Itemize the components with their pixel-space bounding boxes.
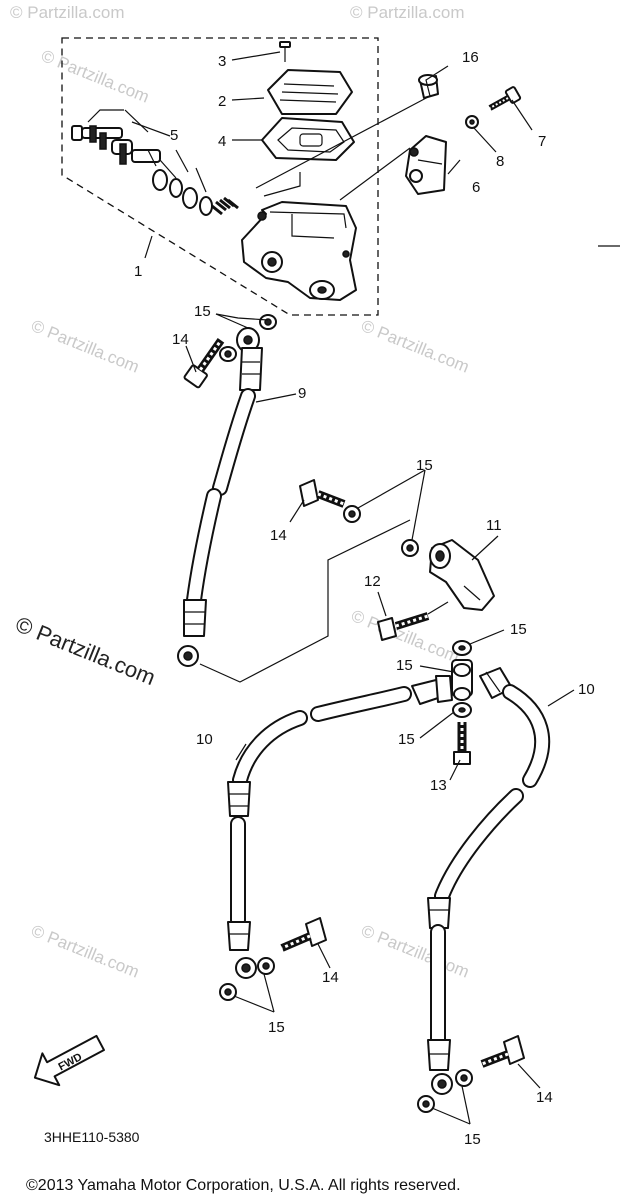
master-cylinder-body <box>241 201 357 301</box>
callout-label: 15 <box>268 1019 285 1036</box>
callout-label: 15 <box>416 457 433 474</box>
callout-label: 6 <box>472 179 480 196</box>
bracket <box>405 135 447 195</box>
leader-lines-upper <box>131 51 620 259</box>
upper-hose <box>177 314 297 667</box>
callout-label: 14 <box>172 331 189 348</box>
callout-label: 15 <box>398 731 415 748</box>
callout-label: 8 <box>496 153 504 170</box>
callout-label: 15 <box>464 1131 481 1148</box>
callout-label: 15 <box>396 657 413 674</box>
callout-label: 16 <box>462 49 479 66</box>
diagram-code: 3HHE110-5380 <box>44 1129 140 1145</box>
assembly-boundary <box>61 37 379 316</box>
brake-hose-right <box>427 667 575 1095</box>
callout-label: 5 <box>170 127 178 144</box>
callout-label: 2 <box>218 93 226 110</box>
callout-label: 14 <box>270 527 287 544</box>
watermark: © Partzilla.com <box>39 46 152 107</box>
bolt-14-lower-left <box>219 917 331 1013</box>
callout-label: 15 <box>194 303 211 320</box>
copyright-notice: ©2013 Yamaha Motor Corporation, U.S.A. A… <box>26 1177 461 1194</box>
joint-11 <box>429 535 499 611</box>
callout-label: 13 <box>430 777 447 794</box>
fwd-arrow: FWD <box>33 1034 106 1087</box>
diaphragm <box>261 117 355 161</box>
callout-label: 9 <box>298 385 306 402</box>
watermark: © Partzilla.com <box>359 921 472 982</box>
screw-3 <box>279 41 291 62</box>
brake-hose-left <box>227 675 453 979</box>
watermark: © Partzilla.com <box>29 921 142 982</box>
callout-label: 10 <box>578 681 595 698</box>
junction-block <box>419 629 505 781</box>
callout-label: 14 <box>322 969 339 986</box>
callout-label: 10 <box>196 731 213 748</box>
callout-label: 12 <box>364 573 381 590</box>
callout-label: 3 <box>218 53 226 70</box>
callout-numbers: 3 2 4 5 1 16 7 8 6 15 14 9 15 14 11 12 1… <box>134 49 595 1148</box>
callout-label: 7 <box>538 133 546 150</box>
piston-kit <box>71 109 239 216</box>
watermark: © Partzilla.com <box>29 316 142 377</box>
callout-label: 1 <box>134 263 142 280</box>
bolt-12 <box>377 591 449 641</box>
watermark: © Partzilla.com <box>10 3 125 22</box>
watermark: © Partzilla.com <box>350 3 465 22</box>
reservoir-cap <box>267 69 353 115</box>
bolt-14-mid <box>289 469 426 557</box>
leader-lines-mid <box>185 313 411 683</box>
bolt-7 <box>488 86 522 111</box>
callout-label: 15 <box>510 621 527 638</box>
watermark: © Partzilla.com <box>359 316 472 377</box>
callout-label: 11 <box>486 517 502 534</box>
callout-label: 14 <box>536 1089 553 1106</box>
washer-8 <box>465 115 479 129</box>
bolt-14-lower-right <box>417 1035 541 1125</box>
watermark-large: © Partzilla.com <box>12 611 159 690</box>
callout-label: 4 <box>218 133 226 150</box>
